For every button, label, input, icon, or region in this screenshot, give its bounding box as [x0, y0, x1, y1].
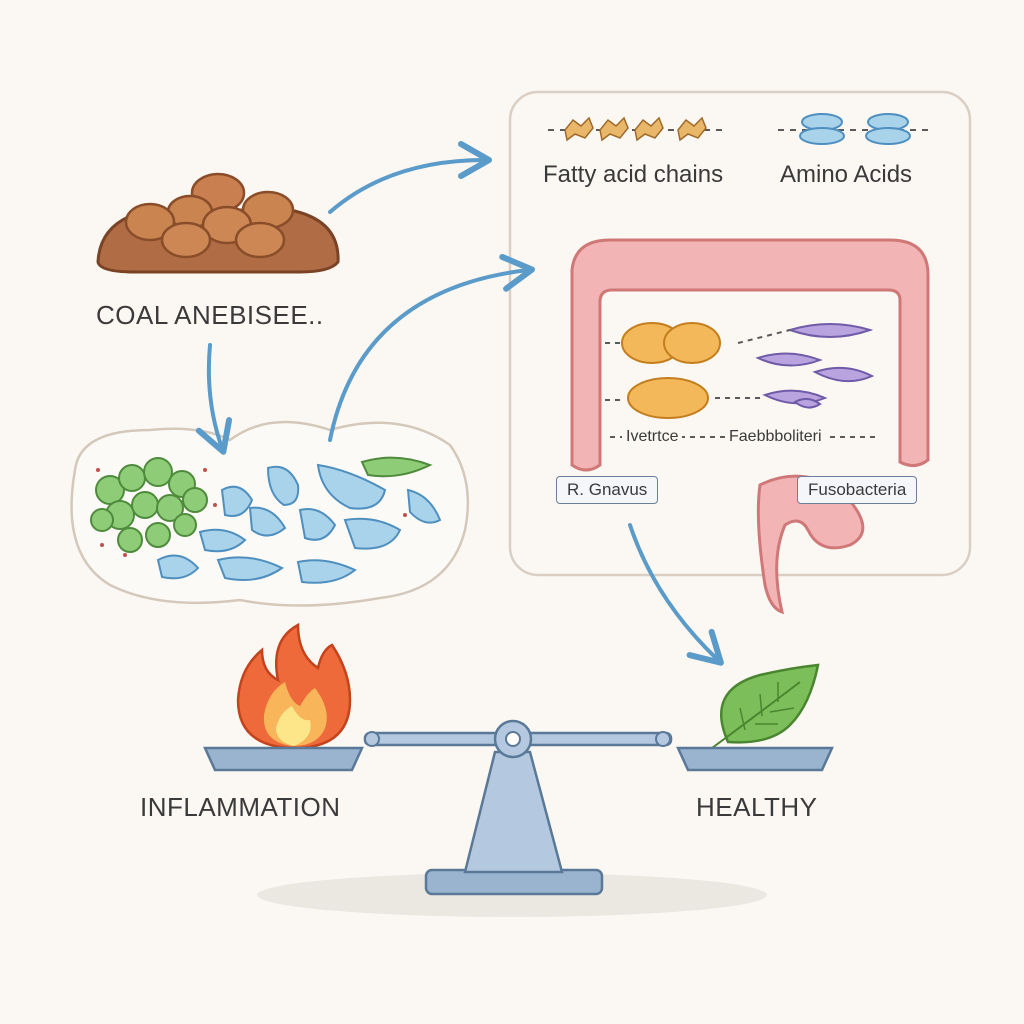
arrow-microbes-to-colon: [328, 253, 535, 442]
leaf-icon: [711, 663, 820, 749]
healthy-label: HEALTHY: [696, 792, 818, 822]
tag-fusobacteria: Fusobacteria: [797, 476, 918, 504]
fatty-acids-label: Fatty acid chains: [543, 161, 724, 188]
inside-label-right: Faebbboliteri: [725, 428, 826, 446]
arrow-food-to-acids: [328, 141, 492, 214]
bacteria-icons: [605, 322, 880, 438]
amino-acid-icon: [778, 113, 930, 145]
arrow-colon-to-healthy: [628, 523, 724, 666]
inflammation-label: INFLAMMATION: [140, 792, 341, 822]
tag-r-gnavus: R. Gnavus: [556, 476, 659, 504]
colon-icon: [570, 238, 930, 615]
coal-label: COAL ANEBISEE..: [96, 300, 324, 330]
arrow-food-to-microbes: [195, 343, 233, 455]
microbe-cluster-icon: [70, 420, 470, 607]
info-panel: [508, 90, 972, 577]
fatty-acid-chain-icon: [548, 116, 725, 142]
inside-label-left: Ivetrtce: [622, 428, 683, 446]
balance-scale-icon: [203, 719, 834, 917]
amino-acids-label: Amino Acids: [780, 161, 913, 188]
meat-plate-icon: [96, 172, 340, 274]
flame-icon: [236, 622, 352, 750]
